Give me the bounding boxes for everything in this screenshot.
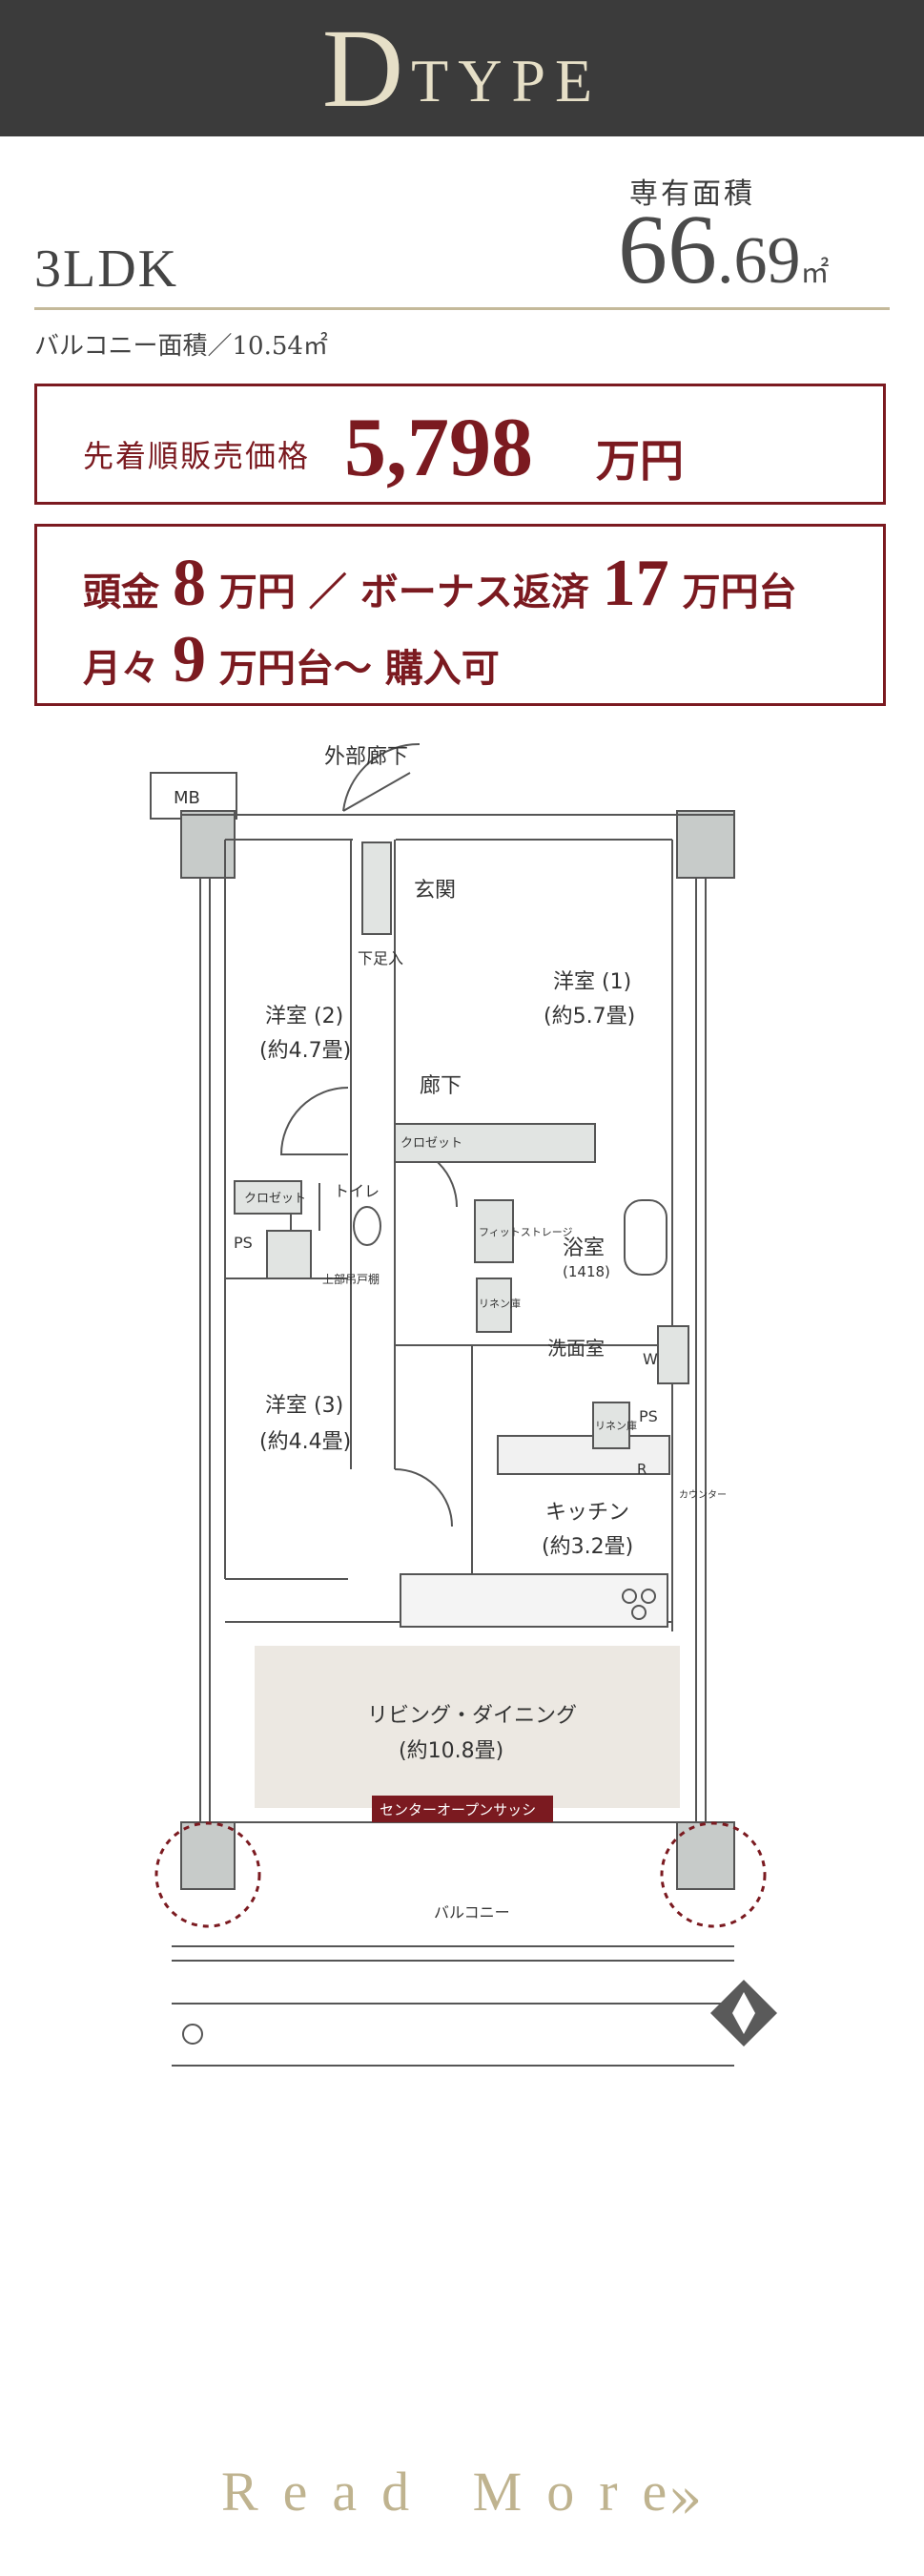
divider (34, 307, 890, 310)
hall-label: 廊下 (420, 1074, 462, 1098)
counter-label: カウンター (679, 1489, 727, 1501)
washroom-label: 洗面室 (547, 1337, 605, 1360)
compass-icon (710, 1980, 777, 2046)
room3-label: 洋室 (3) (265, 1394, 343, 1418)
payment-line-2: 月々 9 万円台〜 購入可 (83, 623, 500, 696)
double-chevron-right-icon[interactable]: » (667, 2465, 703, 2532)
entrance-label: 玄関 (414, 879, 456, 903)
pillar (676, 810, 735, 879)
area-label: 専有面積 (629, 177, 755, 211)
read-more-link[interactable]: Read More (221, 2461, 692, 2523)
upper-shelf-label: 上部吊戸棚 (322, 1272, 380, 1286)
type-header: D TYPE (0, 0, 924, 136)
living-label: リビング・ダイニング (367, 1704, 577, 1728)
floor-plan: 外部廊下 MB 洋室 (1) (約5.7畳) 洋室 (2) (約4.7畳) 洋室… (150, 742, 777, 2067)
payment-box: 頭金 8 万円 ／ ボーナス返済 17 万円台 月々 9 万円台〜 購入可 (34, 524, 886, 706)
mb-label: MB (174, 788, 200, 808)
living-area (255, 1646, 680, 1808)
room3-size: (約4.4畳) (259, 1430, 351, 1454)
linen-label: リネン庫 (595, 1419, 637, 1432)
kitchen-size: (約3.2畳) (542, 1535, 633, 1559)
outer-corridor-label: 外部廊下 (324, 745, 408, 769)
room1-label: 洋室 (1) (553, 970, 631, 994)
ps-label: PS (234, 1234, 253, 1252)
closet-label: クロゼット (244, 1192, 306, 1206)
price-label: 先着順販売価格 (83, 438, 311, 474)
layout-type: 3LDK (34, 239, 179, 299)
price-value: 5,798 (344, 402, 533, 494)
price-box: 先着順販売価格 5,798 万円 (34, 384, 886, 505)
room2-size: (約4.7畳) (259, 1039, 351, 1063)
living-size: (約10.8畳) (399, 1739, 503, 1763)
pillar (180, 810, 236, 879)
room2-label: 洋室 (2) (265, 1005, 343, 1028)
payment-line-1: 頭金 8 万円 ／ ボーナス返済 17 万円台 (83, 547, 797, 620)
price-unit: 万円 (596, 435, 684, 487)
balcony-label: バルコニー (434, 1903, 510, 1922)
room1-size: (約5.7畳) (544, 1005, 635, 1028)
ps-label: PS (639, 1407, 658, 1425)
washer-label: W (643, 1350, 658, 1368)
bath-size: (1418) (563, 1263, 610, 1280)
type-initial: D (321, 5, 404, 131)
bath-label: 浴室 (563, 1236, 605, 1260)
area-value: 66.69㎡ (618, 195, 830, 304)
toilet-label: トイレ (334, 1182, 380, 1200)
type-suffix: TYPE (411, 46, 603, 114)
closet-label: クロゼット (400, 1136, 462, 1151)
balcony-area: バルコニー面積／10.54㎡ (34, 332, 328, 361)
shoe-closet-label: 下足入 (358, 949, 403, 967)
linen-label: リネン庫 (479, 1297, 521, 1310)
fit-storage-label: フィットストレージ (479, 1226, 573, 1238)
kitchen-label: キッチン (545, 1501, 629, 1525)
fridge-label: R (637, 1461, 647, 1478)
sash-label: センターオープンサッシ (380, 1801, 536, 1818)
